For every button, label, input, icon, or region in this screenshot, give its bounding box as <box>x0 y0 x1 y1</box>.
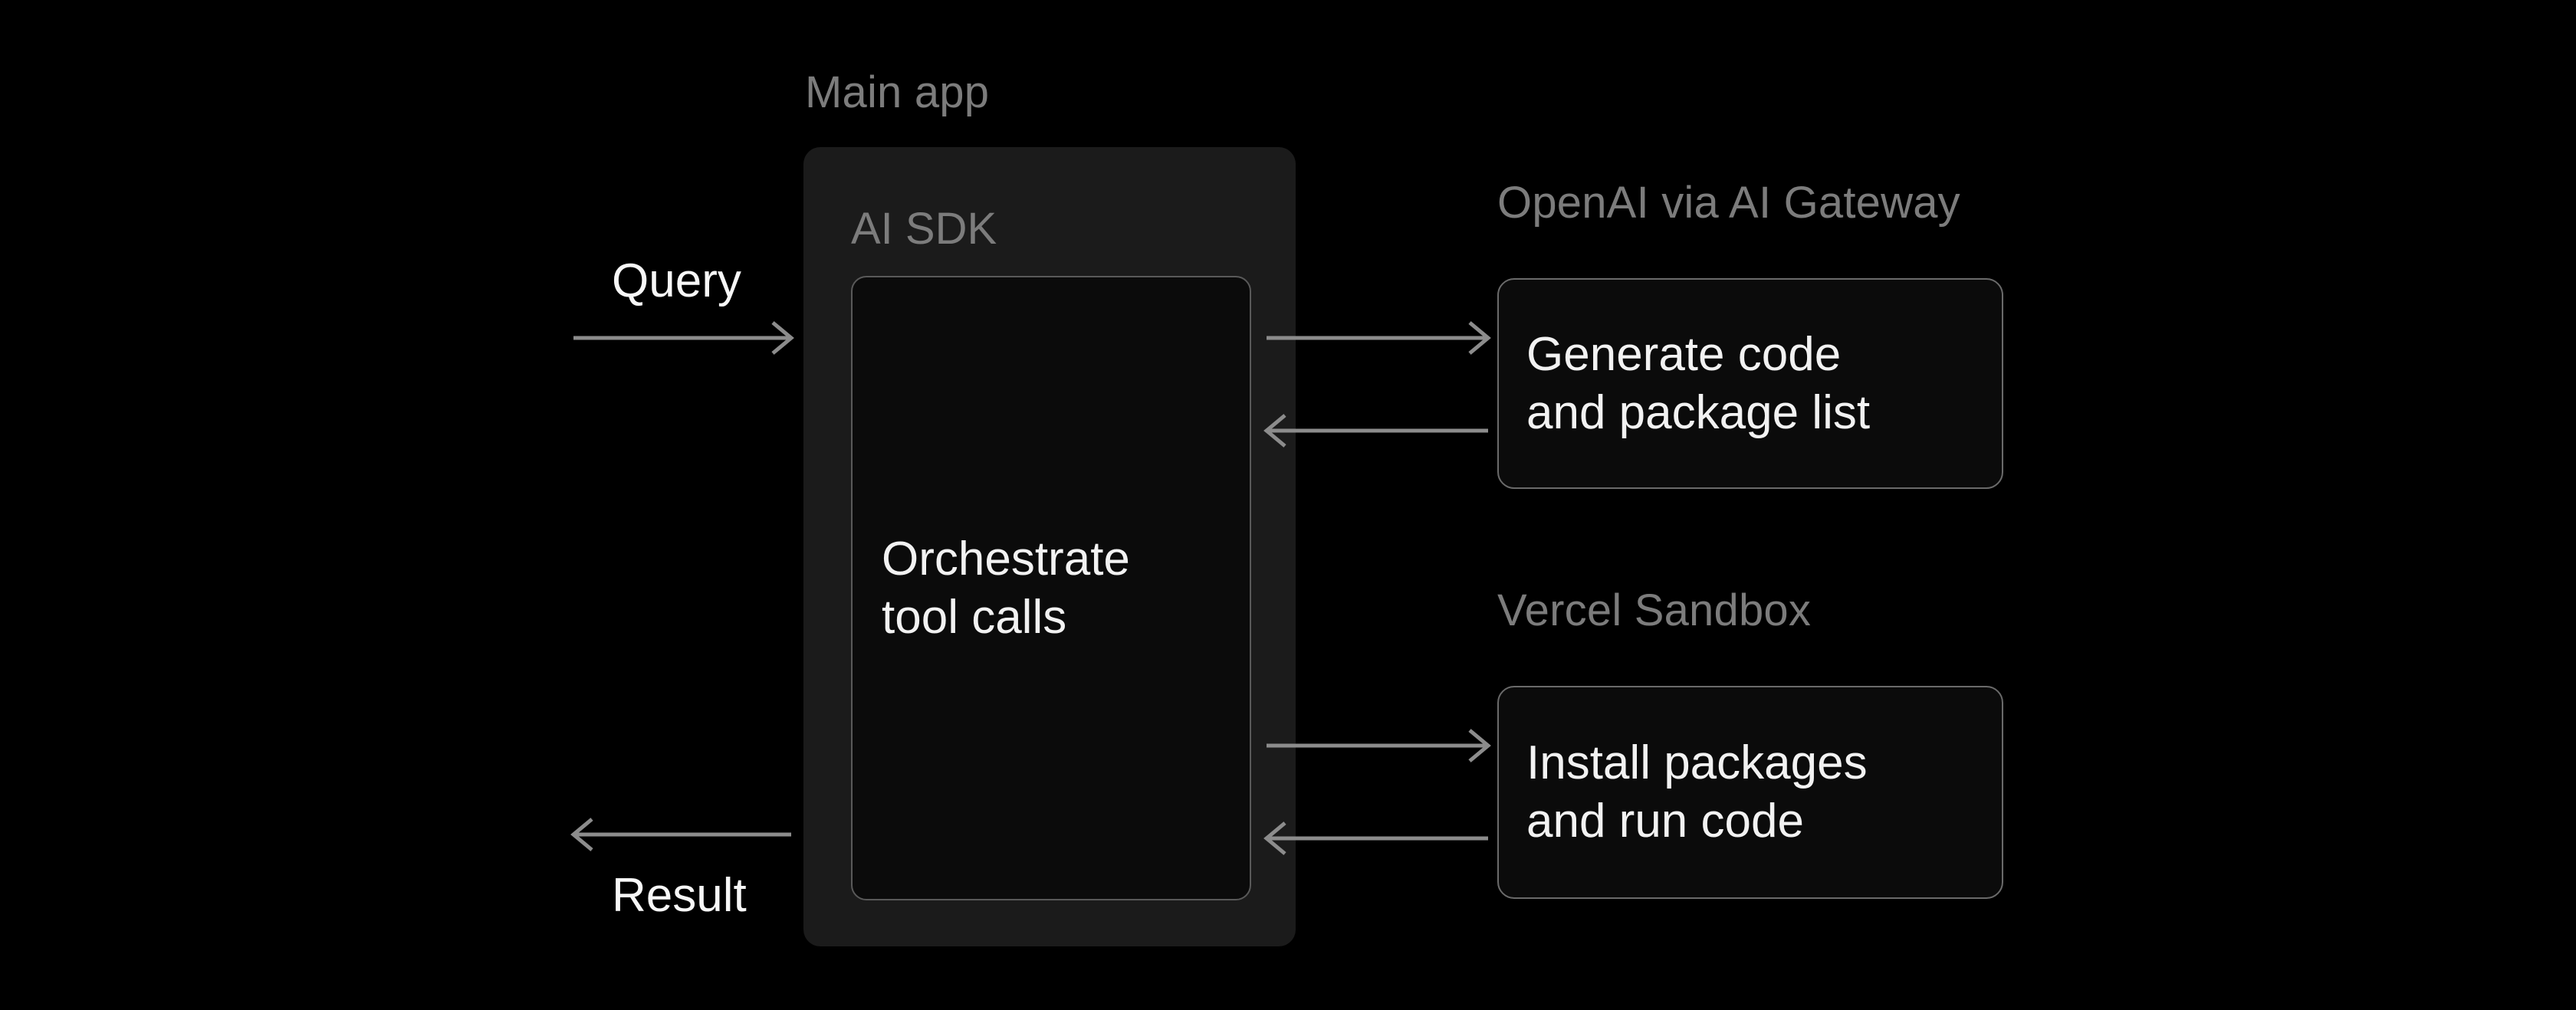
sandbox-to-main-app-arrow <box>1263 821 1488 855</box>
query-flow-label: Query <box>612 254 741 307</box>
main-app-to-openai-arrow <box>1267 321 1491 355</box>
result-arrow <box>570 818 791 851</box>
result-flow-label: Result <box>612 869 747 922</box>
vercel-sandbox-group-label: Vercel Sandbox <box>1497 585 1812 635</box>
install-packages-node[interactable]: Install packages and run code <box>1497 686 2003 899</box>
orchestrate-tool-calls-text: Orchestrate tool calls <box>882 532 1130 644</box>
generate-code-node[interactable]: Generate code and package list <box>1497 278 2003 489</box>
ai-sdk-label: AI SDK <box>851 204 997 254</box>
install-packages-text: Install packages and run code <box>1526 736 1868 848</box>
main-app-group-label: Main app <box>805 67 990 117</box>
generate-code-text: Generate code and package list <box>1526 327 1871 439</box>
orchestrate-tool-calls-node[interactable]: Orchestrate tool calls <box>851 276 1251 900</box>
openai-gateway-group-label: OpenAI via AI Gateway <box>1497 178 1960 228</box>
main-app-to-sandbox-arrow <box>1267 729 1491 762</box>
openai-to-main-app-arrow <box>1263 414 1488 448</box>
main-app-container: AI SDK Orchestrate tool calls <box>803 147 1296 946</box>
query-arrow <box>573 321 794 355</box>
